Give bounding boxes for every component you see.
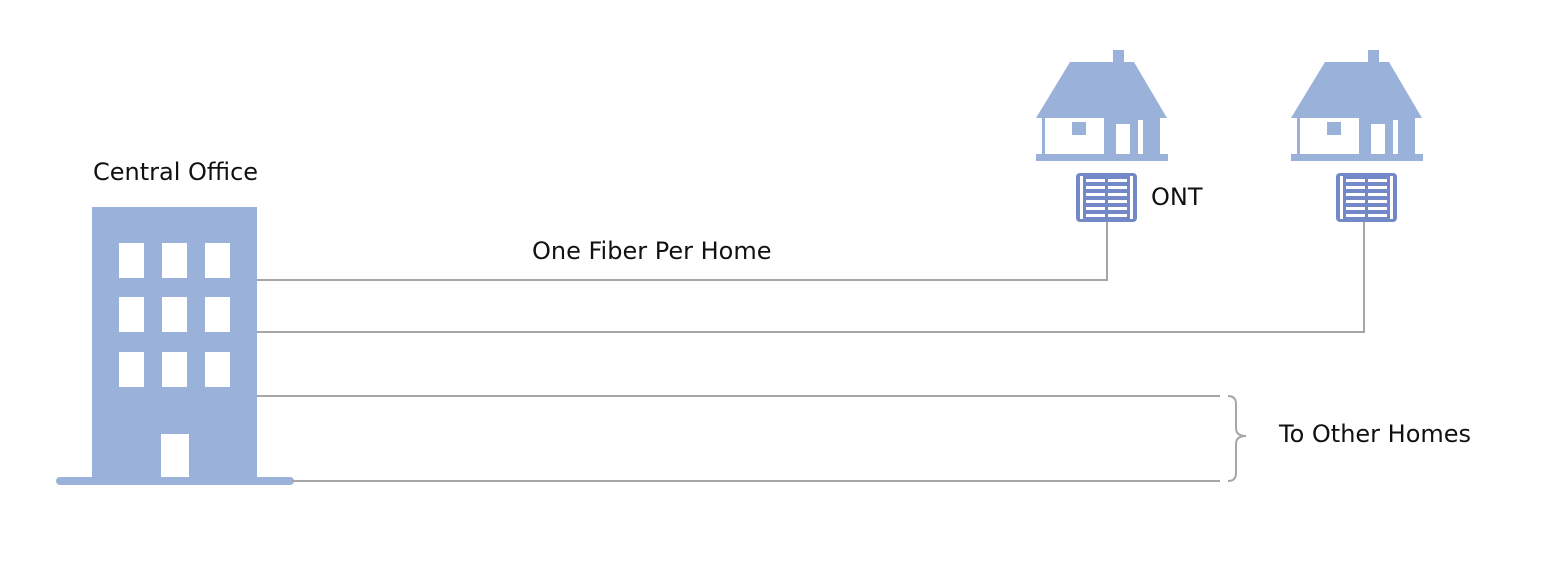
ont-device-icon (1336, 173, 1397, 222)
curly-brace (1227, 395, 1247, 482)
ont-device-icon (1076, 173, 1137, 222)
house-icon (1291, 50, 1423, 161)
ont-label: ONT (1151, 183, 1203, 211)
fiber-line-home-2 (257, 222, 1365, 333)
other-homes-label: To Other Homes (1279, 420, 1472, 448)
fiber-line-home-1 (257, 222, 1108, 281)
office-building-icon (56, 207, 294, 485)
central-office-label: Central Office (93, 158, 259, 186)
fiber-label: One Fiber Per Home (532, 237, 772, 265)
house-icon (1036, 50, 1168, 161)
